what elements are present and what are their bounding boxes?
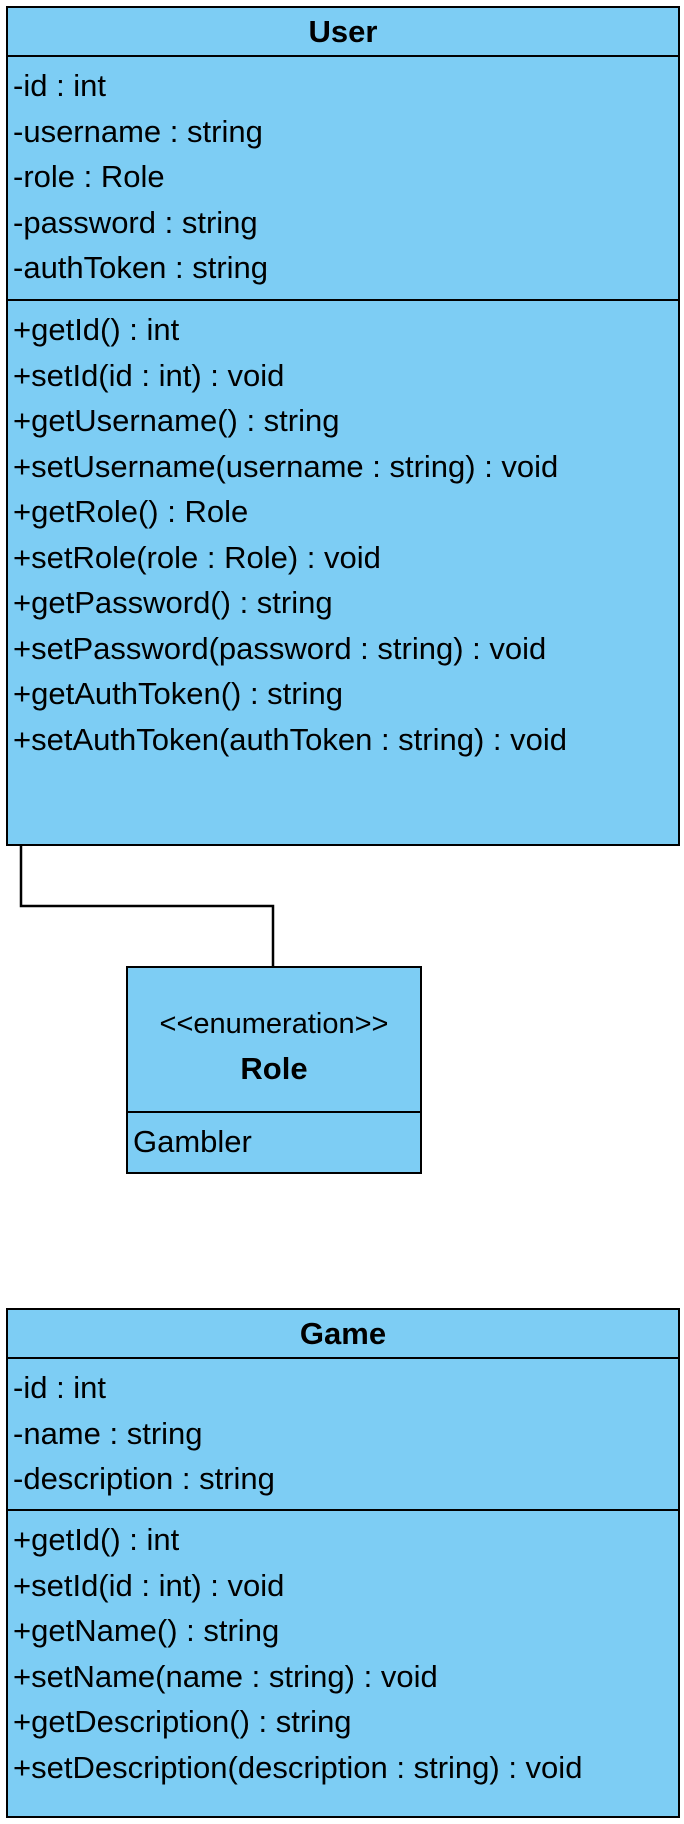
method: +setRole(role : Role) : void bbox=[13, 539, 381, 575]
attribute: -username : string bbox=[13, 113, 263, 149]
game-methods: +getId() : int +setId(id : int) : void +… bbox=[8, 1511, 678, 1790]
stereotype-label: <<enumeration>> bbox=[159, 1008, 389, 1040]
enum-literal: Gambler bbox=[133, 1124, 252, 1159]
method: +getPassword() : string bbox=[13, 585, 333, 620]
role-header: <<enumeration>> Role bbox=[128, 968, 420, 1113]
method: +setPassword(password : string) : void bbox=[13, 630, 547, 666]
attribute: -description : string bbox=[13, 1461, 275, 1496]
method: +getRole() : Role bbox=[13, 494, 249, 529]
method: +getDescription() : string bbox=[13, 1704, 352, 1739]
user-methods: +getId() : int +setId(id : int) : void +… bbox=[8, 301, 678, 762]
method: +setId(id : int) : void bbox=[13, 357, 285, 393]
method: +setDescription(description : string) : … bbox=[13, 1749, 583, 1785]
role-enumeration[interactable]: <<enumeration>> Role Gambler bbox=[126, 966, 422, 1174]
attribute: -id : int bbox=[13, 1370, 107, 1405]
method: +getAuthToken() : string bbox=[13, 676, 343, 711]
attribute: -password : string bbox=[13, 204, 258, 240]
game-attributes: -id : int -name : string -description : … bbox=[8, 1359, 678, 1511]
method: +getName() : string bbox=[13, 1613, 280, 1648]
method: +getId() : int bbox=[13, 312, 180, 347]
role-literals: Gambler bbox=[128, 1113, 420, 1171]
attribute: -role : Role bbox=[13, 159, 165, 194]
game-class-name: Game bbox=[8, 1310, 678, 1359]
method: +setAuthToken(authToken : string) : void bbox=[13, 721, 568, 757]
attribute: -name : string bbox=[13, 1415, 203, 1451]
role-class-name: Role bbox=[240, 1051, 308, 1086]
attribute: -id : int bbox=[13, 68, 107, 103]
method: +setId(id : int) : void bbox=[13, 1567, 285, 1603]
method: +getId() : int bbox=[13, 1522, 180, 1557]
game-class[interactable]: Game -id : int -name : string -descripti… bbox=[6, 1308, 680, 1818]
user-attributes: -id : int -username : string -role : Rol… bbox=[8, 57, 678, 301]
method: +getUsername() : string bbox=[13, 403, 340, 438]
method: +setName(name : string) : void bbox=[13, 1658, 438, 1694]
user-class[interactable]: User -id : int -username : string -role … bbox=[6, 6, 680, 846]
attribute: -authToken : string bbox=[13, 250, 269, 285]
user-class-name: User bbox=[8, 8, 678, 57]
method: +setUsername(username : string) : void bbox=[13, 448, 559, 484]
